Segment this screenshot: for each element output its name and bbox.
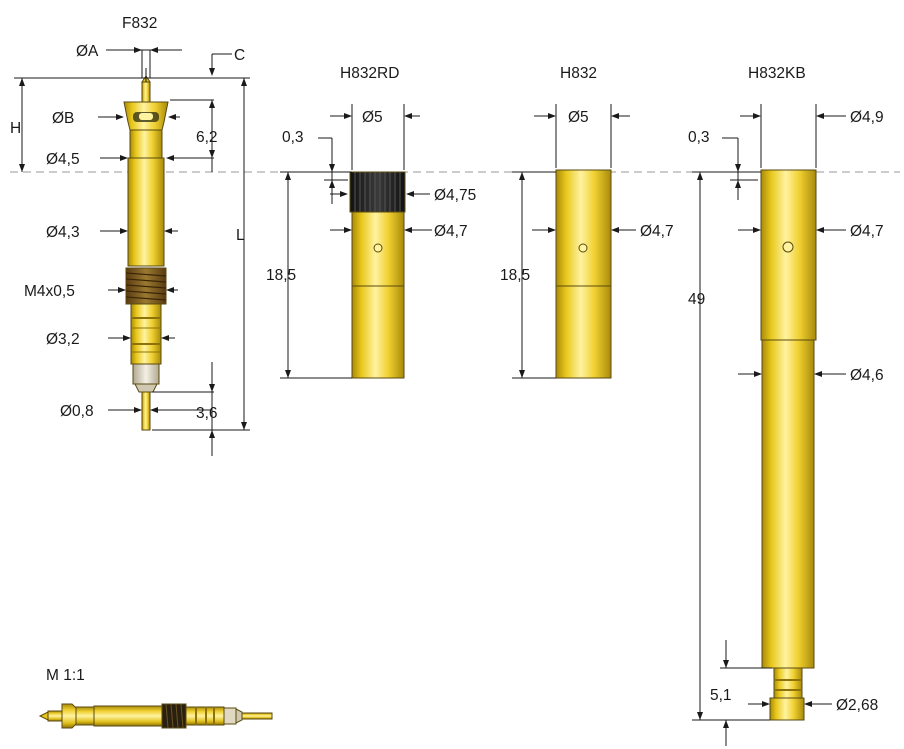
f832-dim-diameter-4-5: Ø4,5 <box>46 151 80 168</box>
h832-dim-diameter-5: Ø5 <box>568 109 589 126</box>
h832-body <box>555 169 612 379</box>
h832kb-dim-0-3: 0,3 <box>688 129 710 146</box>
f832-tip <box>141 81 151 103</box>
h832rd-dim-diameter-4-7: Ø4,7 <box>434 223 468 240</box>
f832-dim-diameter-4-3: Ø4,3 <box>46 224 80 241</box>
scale-probe-barrel <box>93 705 163 727</box>
f832-drawing <box>123 75 169 431</box>
h832kb-upper-body <box>760 169 817 341</box>
f832-dim-6-2: 6,2 <box>196 129 218 146</box>
f832-barrel <box>127 157 165 267</box>
f832-dim-thread: M4x0,5 <box>24 283 75 300</box>
f832-dimensions <box>14 47 250 456</box>
h832rd-dim-diameter-4-75: Ø4,75 <box>434 187 476 204</box>
h832-drawing <box>555 169 612 379</box>
f832-dim-diameter-a: ØA <box>76 43 99 60</box>
scale-probe-drawing <box>38 703 273 729</box>
h832kb-dim-49: 49 <box>688 291 705 308</box>
h832rd-knurl-band <box>349 171 406 213</box>
f832-title: F832 <box>122 15 157 32</box>
h832rd-dimensions <box>280 104 432 379</box>
f832-dim-l: L <box>236 227 245 244</box>
f832-neck <box>129 129 163 159</box>
h832-dim-diameter-4-7: Ø4,7 <box>640 223 674 240</box>
h832rd-title: H832RD <box>340 65 399 82</box>
h832rd-drawing <box>349 171 406 379</box>
h832kb-drawing <box>760 169 817 721</box>
h832kb-dim-diameter-4-6: Ø4,6 <box>850 367 884 384</box>
f832-plunger-body <box>130 303 162 365</box>
f832-labels: F832 ØA C H ØB 6,2 Ø4,5 Ø4,3 L M4x0,5 Ø3… <box>10 15 245 422</box>
h832kb-dim-diameter-4-7: Ø4,7 <box>850 223 884 240</box>
h832kb-dim-diameter-4-9: Ø4,9 <box>850 109 884 126</box>
h832kb-lower-body <box>761 339 815 669</box>
h832-dimensions <box>512 104 636 379</box>
h832rd-dim-diameter-5: Ø5 <box>362 109 383 126</box>
h832kb-dimensions <box>692 104 846 746</box>
f832-dim-diameter-0-8: Ø0,8 <box>60 403 94 420</box>
h832-title: H832 <box>560 65 597 82</box>
f832-bottom-pin <box>141 391 151 431</box>
h832kb-hole <box>782 241 794 253</box>
h832rd-hole <box>373 243 383 253</box>
h832kb-collar <box>773 667 803 699</box>
h832kb-dim-diameter-2-68: Ø2,68 <box>836 697 878 714</box>
h832rd-labels: H832RD Ø5 0,3 Ø4,75 Ø4,7 18,5 <box>266 65 476 284</box>
h832kb-labels: H832KB 0,3 Ø4,9 Ø4,7 49 Ø4,6 5,1 Ø2,68 <box>688 65 884 714</box>
h832rd-dim-0-3: 0,3 <box>282 129 304 146</box>
h832-hole <box>578 243 588 253</box>
h832kb-title: H832KB <box>748 65 806 82</box>
f832-dim-h: H <box>10 120 21 137</box>
f832-dim-3-6: 3,6 <box>196 405 218 422</box>
f832-dim-diameter-b: ØB <box>52 110 74 127</box>
f832-dim-c: C <box>234 47 245 64</box>
h832kb-dim-5-1: 5,1 <box>710 687 732 704</box>
h832kb-bottom-pin <box>769 697 805 721</box>
h832-dim-18-5: 18,5 <box>500 267 530 284</box>
f832-dim-diameter-3-2: Ø3,2 <box>46 331 80 348</box>
scale-label: M 1:1 <box>46 667 85 684</box>
h832rd-body <box>351 211 405 379</box>
h832rd-dim-18-5: 18,5 <box>266 267 296 284</box>
h832-labels: H832 Ø5 Ø4,7 18,5 <box>500 65 674 284</box>
